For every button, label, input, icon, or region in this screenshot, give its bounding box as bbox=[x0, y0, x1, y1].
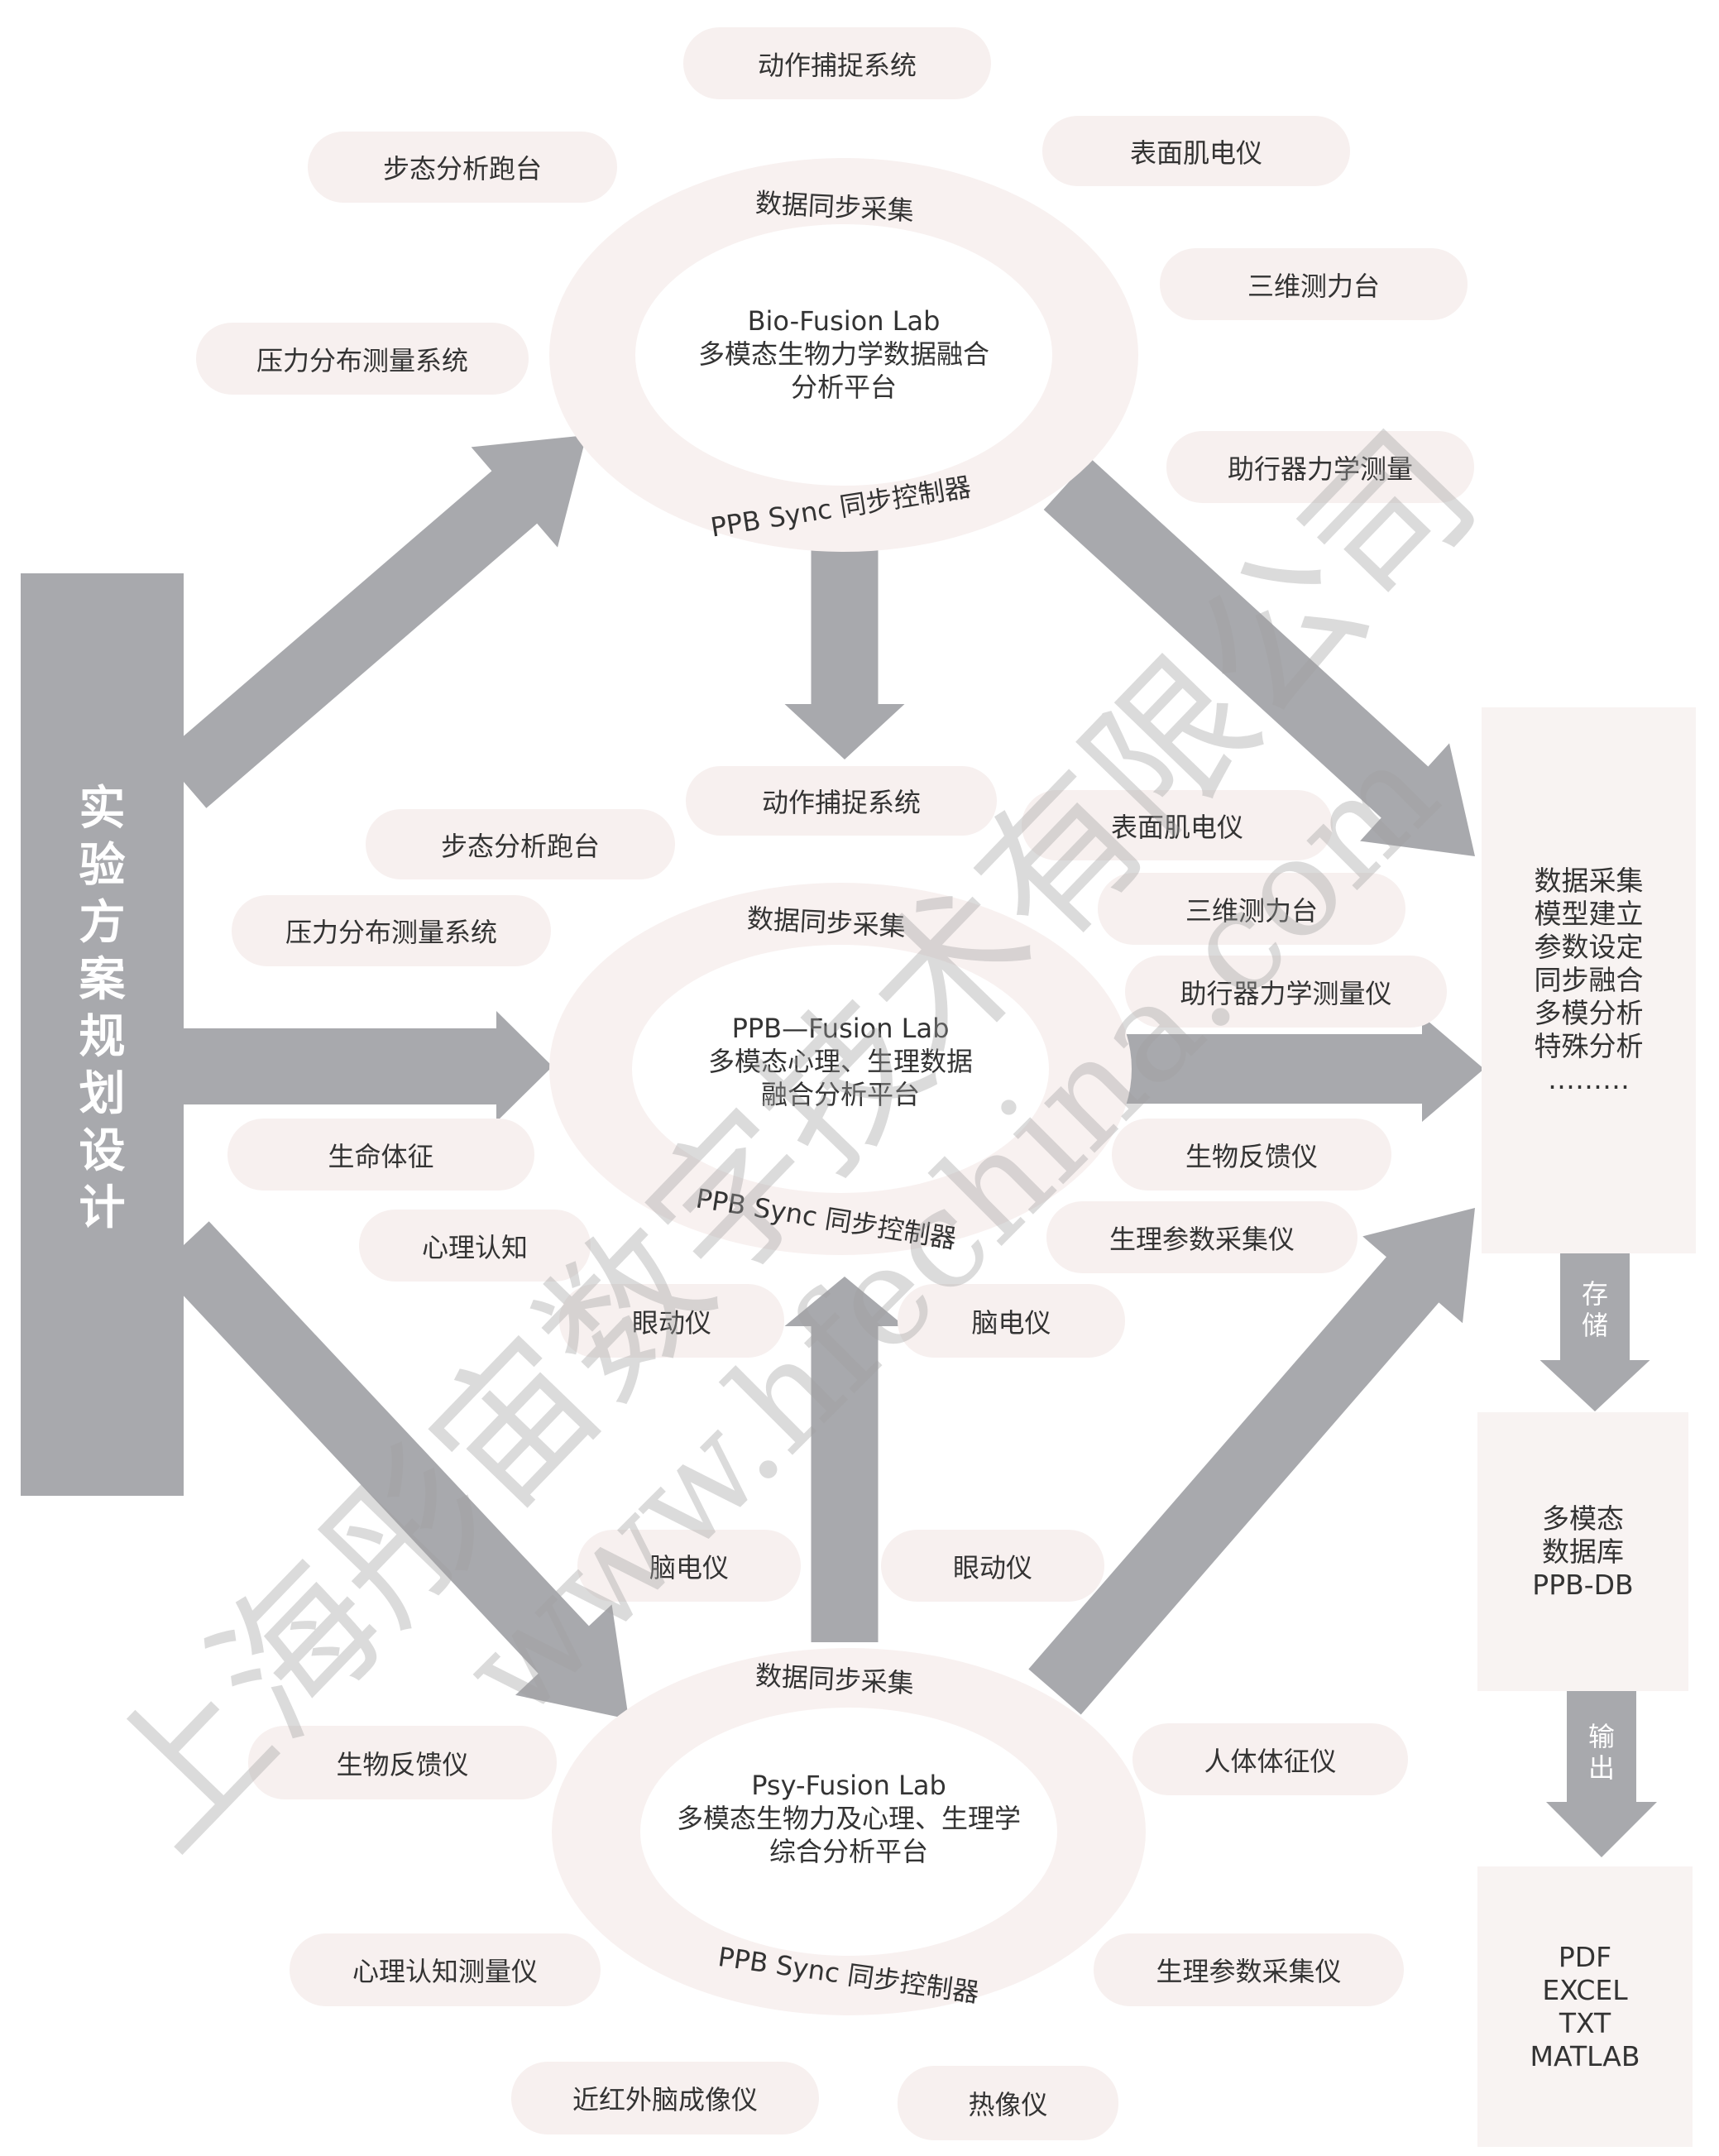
experiment-design-text: 实验方案规划设计 bbox=[79, 782, 126, 1235]
arrow-bio-lab-to-analysis bbox=[1043, 458, 1475, 856]
arrow-design-to-psy-lab bbox=[158, 1221, 629, 1719]
output-arrow-label: 输 出 bbox=[1585, 1721, 1618, 1784]
device-pill: 热像仪 bbox=[898, 2066, 1118, 2140]
analysis-item: 多模分析 bbox=[1534, 997, 1644, 1029]
arrow-psy-lab-to-analysis bbox=[1028, 1208, 1475, 1715]
lab2-desc-2: 融合分析平台 bbox=[760, 1079, 920, 1110]
lab3-name: Psy-Fusion Lab bbox=[751, 1770, 946, 1801]
output-label-2: 出 bbox=[1587, 1752, 1615, 1784]
lab1-title: Bio-Fusion Lab 多模态生物力学数据融合 分析平台 bbox=[637, 304, 1051, 404]
device-pill: 助行器力学测量仪 bbox=[1125, 956, 1447, 1028]
device-pill: 三维测力台 bbox=[1098, 873, 1405, 945]
device-pill: 压力分布测量系统 bbox=[196, 323, 529, 395]
output-format: MATLAB bbox=[1530, 2039, 1640, 2072]
analysis-item: ……… bbox=[1548, 1063, 1630, 1095]
lab3-title: Psy-Fusion Lab 多模态生物力及心理、生理学 综合分析平台 bbox=[642, 1769, 1056, 1868]
device-pill: 人体体征仪 bbox=[1132, 1723, 1408, 1795]
arrow-output bbox=[1546, 1691, 1657, 1857]
ppb-fusion-lab-center bbox=[632, 945, 1049, 1193]
lab2-desc: 多模态心理、生理数据 bbox=[707, 1046, 973, 1077]
database-item: 数据库 bbox=[1542, 1535, 1624, 1568]
output-format: PDF bbox=[1558, 1940, 1612, 1973]
psy-fusion-lab-center bbox=[640, 1708, 1057, 1956]
device-pill: 生物反馈仪 bbox=[248, 1726, 557, 1799]
device-pill: 生理参数采集仪 bbox=[1094, 1933, 1404, 2006]
device-pill: 步态分析跑台 bbox=[366, 809, 675, 879]
lab1-desc-2: 分析平台 bbox=[790, 371, 897, 403]
database-item: PPB-DB bbox=[1532, 1568, 1634, 1601]
device-pill: 生命体征 bbox=[227, 1119, 534, 1191]
lab2-name: PPB—Fusion Lab bbox=[731, 1013, 950, 1044]
store-arrow-label: 存 储 bbox=[1578, 1278, 1611, 1341]
device-pill: 眼动仪 bbox=[559, 1284, 784, 1358]
device-pill: 动作捕捉系统 bbox=[683, 27, 991, 99]
device-pill: 表面肌电仪 bbox=[1022, 790, 1333, 860]
analysis-item: 数据采集 bbox=[1534, 865, 1644, 897]
experiment-design-label: 实验方案规划设计 bbox=[21, 780, 184, 1237]
device-pill: 压力分布测量系统 bbox=[232, 895, 551, 966]
device-pill: 助行器力学测量 bbox=[1166, 431, 1474, 503]
lab1-name: Bio-Fusion Lab bbox=[747, 305, 941, 337]
arrow-design-to-ppb-lab bbox=[184, 1011, 553, 1122]
analysis-item: 模型建立 bbox=[1534, 898, 1644, 930]
output-format: TXT bbox=[1559, 2006, 1611, 2039]
analysis-item: 参数设定 bbox=[1534, 931, 1644, 963]
output-formats-box: PDF EXCEL TXT MATLAB bbox=[1477, 1866, 1693, 2147]
database-box: 多模态 数据库 PPB-DB bbox=[1477, 1412, 1688, 1691]
store-label-2: 储 bbox=[1581, 1310, 1608, 1341]
experiment-design-bar: 实验方案规划设计 bbox=[21, 573, 184, 1496]
lab2-title: PPB—Fusion Lab 多模态心理、生理数据 融合分析平台 bbox=[634, 1012, 1047, 1111]
device-pill: 心理认知测量仪 bbox=[290, 1933, 601, 2006]
output-label-1: 输 bbox=[1587, 1721, 1615, 1752]
store-label-1: 存 bbox=[1581, 1278, 1608, 1310]
device-pill: 表面肌电仪 bbox=[1042, 116, 1350, 186]
device-pill: 脑电仪 bbox=[898, 1284, 1125, 1358]
arrow-store bbox=[1539, 1253, 1650, 1411]
lab3-desc: 多模态生物力及心理、生理学 bbox=[676, 1803, 1021, 1834]
device-pill: 生理参数采集仪 bbox=[1046, 1201, 1357, 1273]
device-pill: 眼动仪 bbox=[881, 1530, 1104, 1602]
device-pill: 三维测力台 bbox=[1160, 248, 1468, 320]
output-format: EXCEL bbox=[1542, 1973, 1628, 2006]
device-pill: 脑电仪 bbox=[577, 1530, 801, 1602]
lab1-desc: 多模态生物力学数据融合 bbox=[697, 338, 989, 370]
arrow-bio-to-ppb-lab bbox=[784, 542, 905, 759]
bio-fusion-lab-center bbox=[635, 224, 1052, 486]
device-pill: 动作捕捉系统 bbox=[686, 766, 997, 836]
device-pill: 步态分析跑台 bbox=[308, 132, 617, 203]
arrow-ppb-lab-to-analysis bbox=[1125, 1016, 1484, 1122]
lab3-desc-2: 综合分析平台 bbox=[769, 1836, 928, 1867]
arrow-psy-to-ppb-lab bbox=[784, 1277, 905, 1642]
analysis-item: 同步融合 bbox=[1534, 964, 1644, 996]
device-pill: 近红外脑成像仪 bbox=[511, 2062, 819, 2134]
device-pill: 生物反馈仪 bbox=[1112, 1119, 1391, 1191]
analysis-box: 数据采集 模型建立 参数设定 同步融合 多模分析 特殊分析 ……… bbox=[1482, 707, 1696, 1253]
database-item: 多模态 bbox=[1542, 1502, 1624, 1535]
analysis-item: 特殊分析 bbox=[1534, 1030, 1644, 1062]
device-pill: 心理认知 bbox=[359, 1210, 591, 1282]
arrow-design-to-bio-lab bbox=[160, 435, 587, 808]
